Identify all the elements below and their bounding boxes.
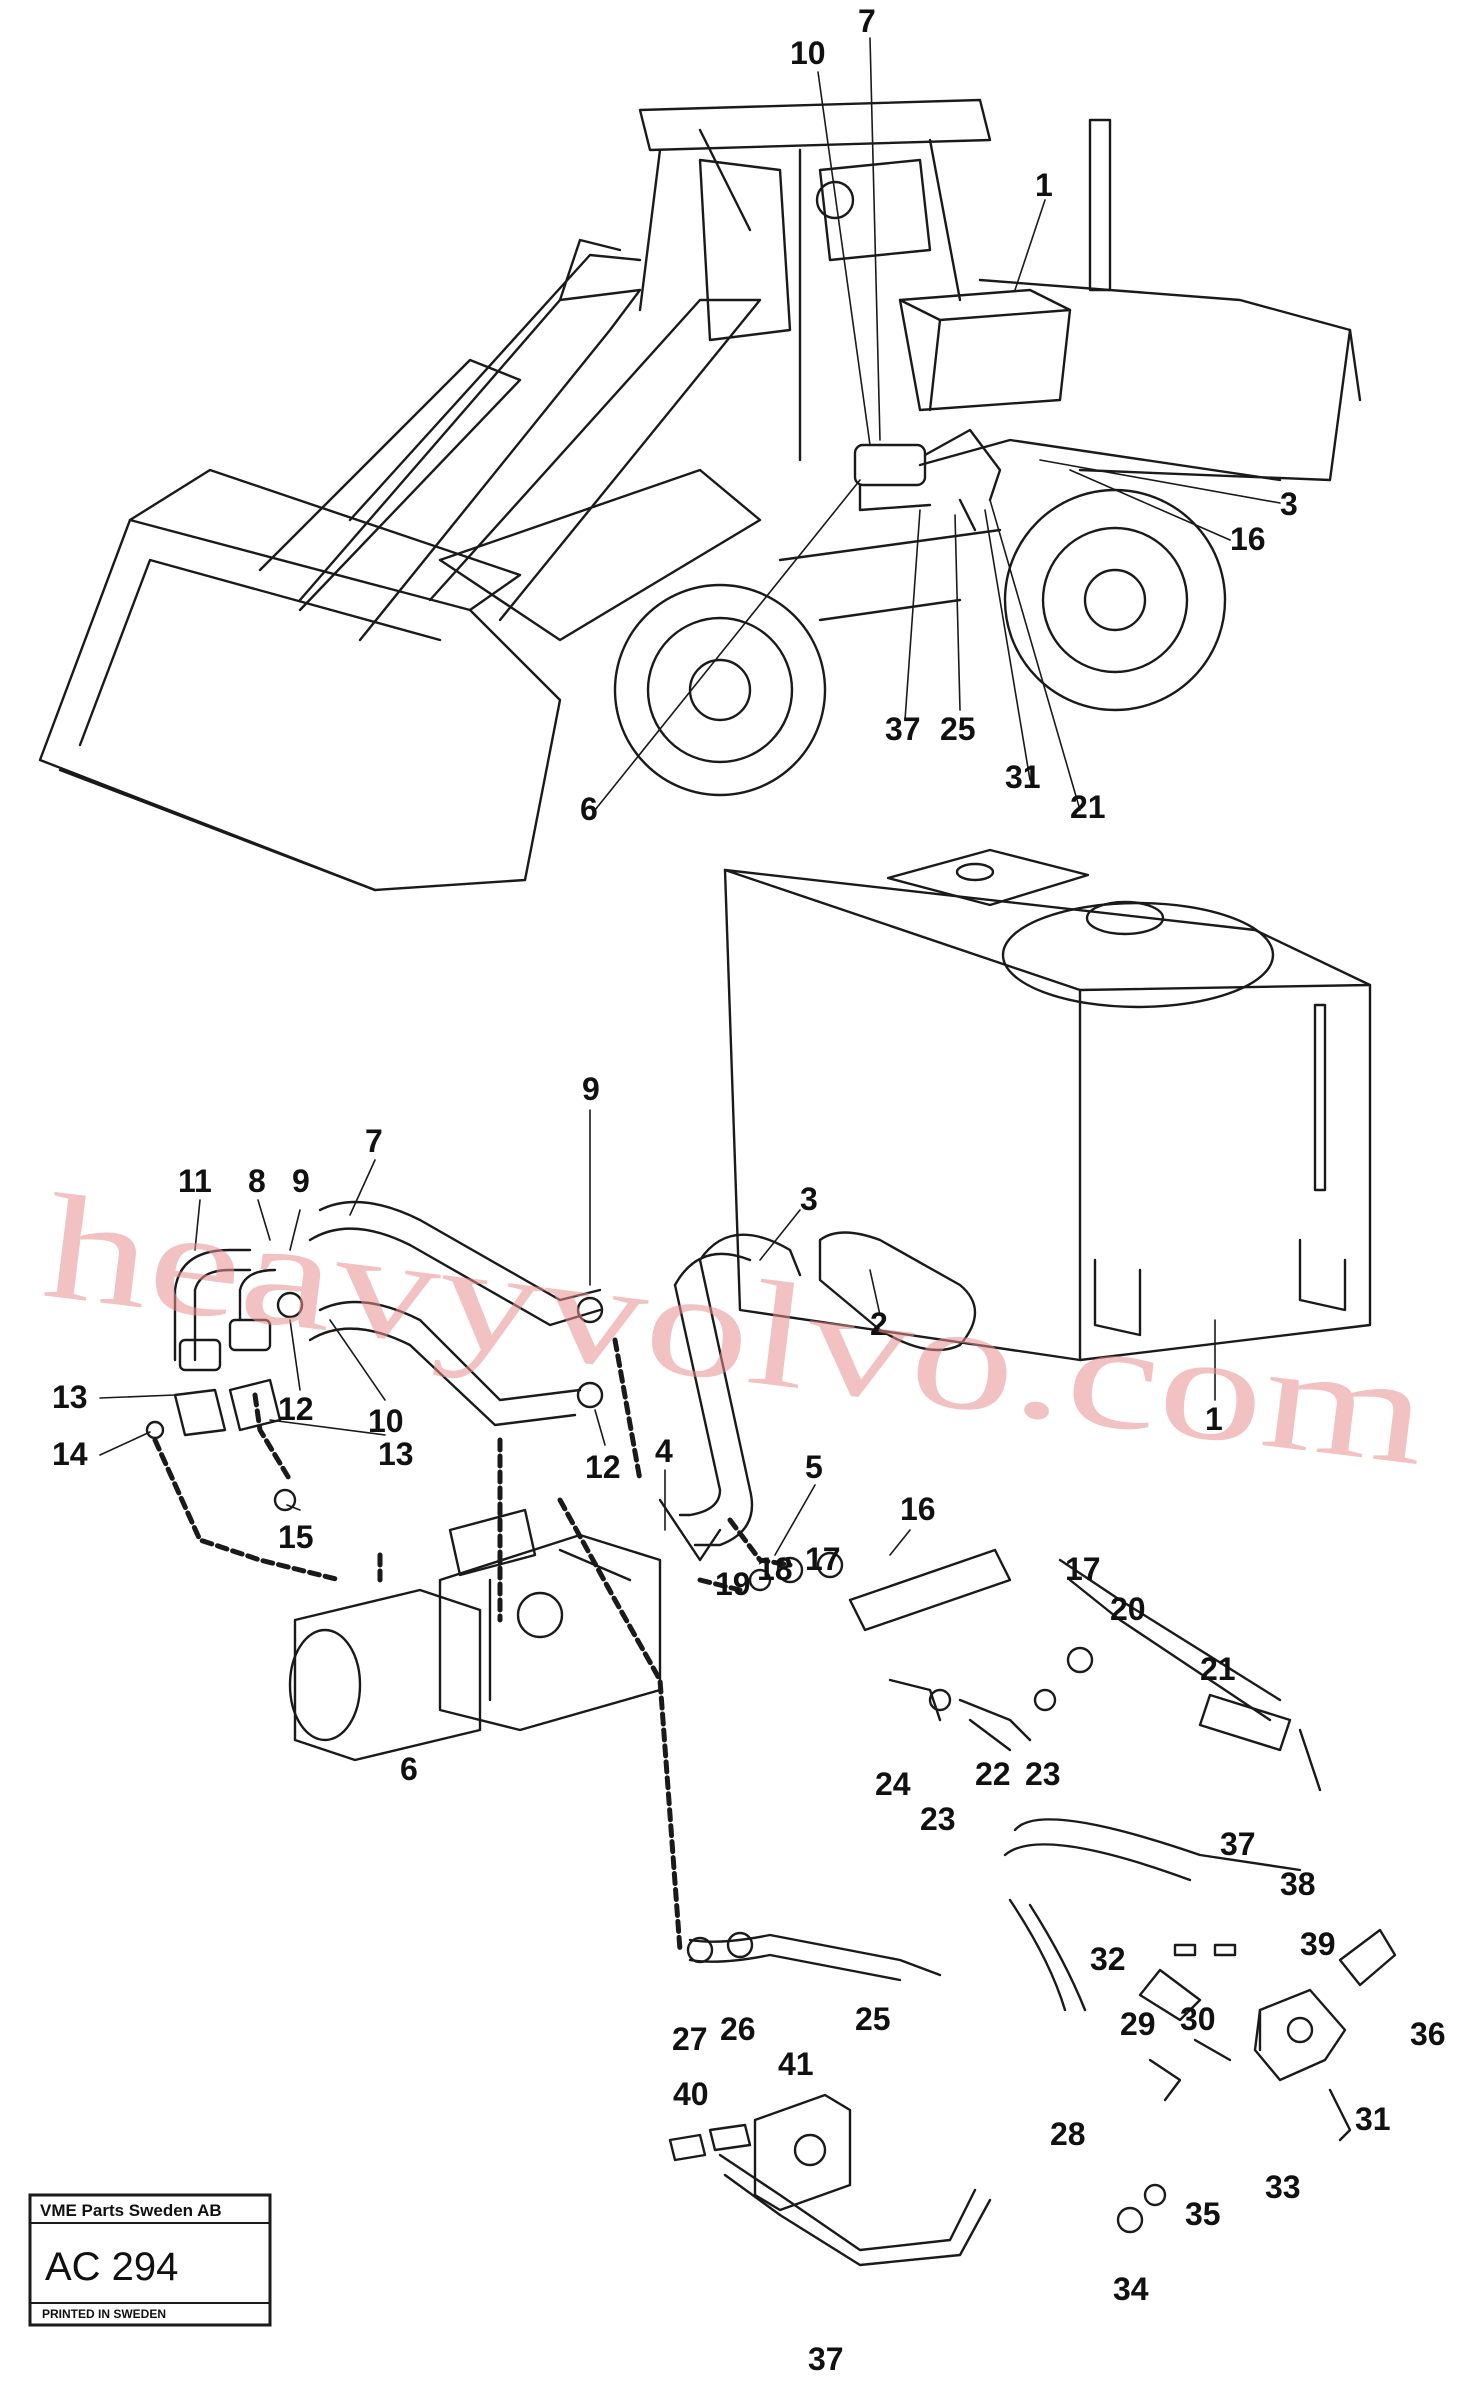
callout-label: 31 [1005, 759, 1041, 795]
callout-label: 16 [900, 1491, 936, 1527]
callout-label: 7 [365, 1123, 383, 1159]
callout-label: 33 [1265, 2169, 1301, 2205]
callout-label: 6 [580, 791, 598, 827]
callout-label: 10 [368, 1403, 404, 1439]
control-valve-drawing [1003, 1818, 1397, 2234]
callout-label: 35 [1185, 2196, 1221, 2232]
stamp-company: VME Parts Sweden AB [40, 2201, 222, 2220]
callout-label: 17 [1065, 1551, 1101, 1587]
callout-label: 3 [1280, 486, 1298, 522]
dashed-connection-lines [152, 1337, 793, 1953]
callout-label: 17 [805, 1541, 841, 1577]
callout-label: 29 [1120, 2006, 1156, 2042]
callout-label: 40 [673, 2076, 709, 2112]
hydraulic-pump-drawing [288, 1508, 662, 1762]
tank-hose-drawing [658, 1231, 977, 1562]
callout-label: 10 [790, 35, 826, 71]
callout-label: 20 [1110, 1591, 1146, 1627]
callout-label: 13 [378, 1436, 414, 1472]
callout-label: 28 [1050, 2116, 1086, 2152]
callout-label: 23 [920, 1801, 956, 1837]
callout-label: 2 [870, 1306, 888, 1342]
stamp-code: AC 294 [45, 2245, 178, 2289]
stamp-printed: PRINTED IN SWEDEN [42, 2307, 166, 2321]
callout-label: 7 [858, 3, 876, 39]
callout-label: 37 [885, 711, 921, 747]
pressure-valve-drawing [668, 1931, 992, 2267]
callout-label: 34 [1113, 2271, 1149, 2307]
callout-label: 16 [1230, 521, 1266, 557]
callout-label: 32 [1090, 1941, 1126, 1977]
callout-label: 21 [1070, 789, 1106, 825]
callout-label: 13 [52, 1379, 88, 1415]
callout-label: 14 [52, 1436, 88, 1472]
callout-label: 27 [672, 2021, 708, 2057]
callout-label: 12 [585, 1449, 621, 1485]
callout-label: 25 [855, 2001, 891, 2037]
callout-label: 19 [715, 1566, 751, 1602]
callout-label: 36 [1410, 2016, 1446, 2052]
return-line-drawing [748, 1548, 1322, 1792]
callout-label: 22 [975, 1756, 1011, 1792]
callout-label: 11 [178, 1163, 212, 1199]
callout-label: 1 [1035, 167, 1053, 203]
hydraulic-tank-drawing [723, 848, 1372, 1362]
callout-label: 23 [1025, 1756, 1061, 1792]
callout-label: 6 [400, 1751, 418, 1787]
callout-label: 15 [278, 1519, 314, 1555]
callout-label: 21 [1200, 1651, 1236, 1687]
wheel-loader-drawing [38, 98, 1362, 892]
callout-label: 37 [808, 2341, 844, 2377]
callout-label: 9 [582, 1071, 600, 1107]
callout-label: 38 [1280, 1866, 1316, 1902]
callout-label: 24 [875, 1766, 911, 1802]
callout-label: 3 [800, 1181, 818, 1217]
callout-label: 26 [720, 2011, 756, 2047]
callout-label: 4 [655, 1433, 673, 1469]
suction-hose-drawing [145, 1200, 604, 1512]
callout-label: 37 [1220, 1826, 1256, 1862]
callout-label: 5 [805, 1449, 823, 1485]
line-art [38, 37, 1397, 2267]
callout-label: 1 [1205, 1401, 1223, 1437]
callout-label: 9 [292, 1163, 310, 1199]
callout-labels: 10 7 1 3 16 6 37 25 31 21 11 8 9 7 9 2 3… [52, 3, 1446, 2377]
callout-label: 8 [248, 1163, 266, 1199]
callout-label: 18 [757, 1551, 793, 1587]
callout-label: 41 [778, 2046, 814, 2082]
callout-label: 39 [1300, 1926, 1336, 1962]
callout-label: 31 [1355, 2101, 1391, 2137]
callout-label: 25 [940, 711, 976, 747]
leader-lines [99, 37, 1281, 1556]
callout-label: 30 [1180, 2001, 1216, 2037]
callout-label: 12 [278, 1391, 314, 1427]
publisher-stamp: VME Parts Sweden AB AC 294 PRINTED IN SW… [28, 2193, 272, 2327]
